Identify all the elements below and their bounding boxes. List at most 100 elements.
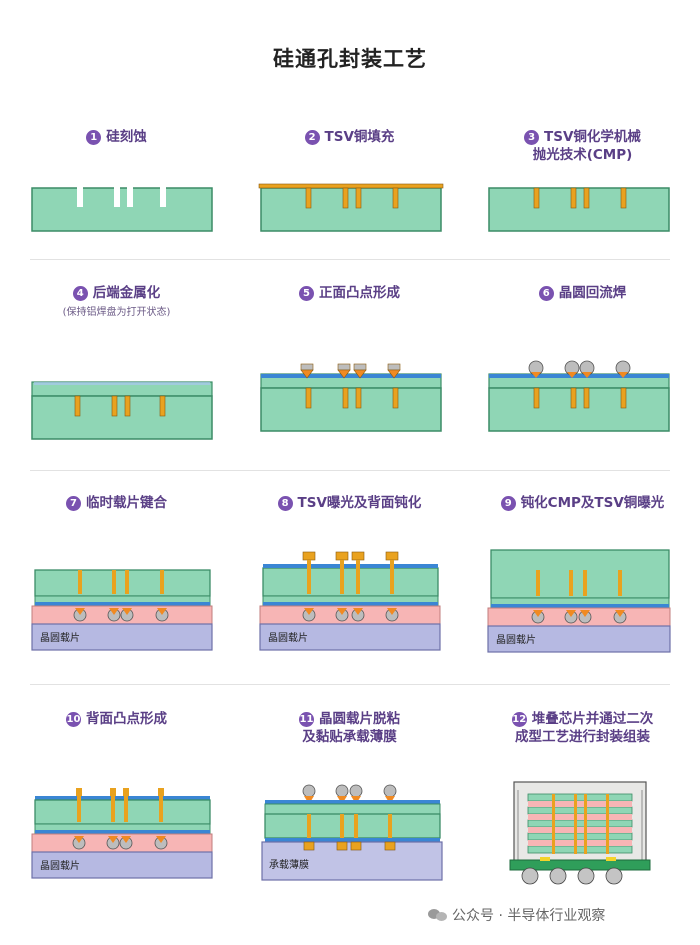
step-9: 9 钝化CMP及TSV铜曝光 晶圆载片 bbox=[466, 494, 699, 704]
wafer-carrier bbox=[31, 623, 213, 651]
bga-solder-ball bbox=[521, 867, 623, 885]
step-2-diagram bbox=[258, 183, 444, 232]
silicon-wafer bbox=[31, 187, 213, 232]
step-9-diagram: 晶圆载片 bbox=[487, 549, 671, 653]
step-title: 钝化CMP及TSV铜曝光 bbox=[520, 495, 665, 511]
step-title-line2: 及黏贴承载薄膜 bbox=[302, 729, 397, 745]
silicon-wafer bbox=[488, 387, 670, 432]
backside-bump bbox=[123, 788, 129, 796]
via-trench bbox=[160, 187, 166, 207]
silicon-wafer bbox=[34, 569, 211, 597]
step-number-badge: 1 bbox=[86, 130, 102, 145]
step-10-diagram: 晶圆载片 bbox=[31, 788, 213, 879]
carrier-film-label: 承载薄膜 bbox=[269, 858, 309, 871]
copper-via bbox=[159, 794, 163, 822]
step-number-badge: 7 bbox=[66, 496, 81, 511]
watermark-text: 公众号 · 半导体行业观察 bbox=[452, 908, 606, 924]
step-5-diagram bbox=[260, 363, 442, 432]
step-title: TSV铜化学机械 bbox=[544, 129, 641, 145]
step-title: TSV曝光及背面钝化 bbox=[297, 495, 422, 511]
step-1: 1 硅刻蚀 bbox=[0, 128, 233, 338]
copper-via bbox=[111, 395, 118, 417]
wafer-carrier-label: 晶圆载片 bbox=[268, 631, 308, 644]
passivation-layer bbox=[261, 374, 441, 378]
passivation-layer bbox=[491, 604, 669, 608]
row-divider bbox=[30, 684, 670, 685]
step-title: 临时载片键合 bbox=[86, 495, 167, 511]
copper-via bbox=[124, 395, 131, 417]
copper-via bbox=[533, 387, 540, 409]
via-trench bbox=[114, 187, 120, 207]
copper-via bbox=[392, 187, 399, 209]
step-title-line2: 抛光技术(CMP) bbox=[532, 147, 633, 163]
step-number-badge: 3 bbox=[524, 130, 540, 145]
copper-via bbox=[307, 814, 311, 842]
copper-via bbox=[569, 570, 573, 596]
silicon-wafer bbox=[264, 813, 441, 839]
copper-via bbox=[159, 395, 166, 417]
step-title: 晶圆回流焊 bbox=[558, 285, 627, 301]
copper-via bbox=[570, 187, 577, 209]
wafer-carrier-label: 晶圆载片 bbox=[496, 633, 536, 646]
backside-passivation bbox=[35, 796, 210, 800]
step-number-badge: 6 bbox=[538, 286, 554, 301]
step-6: 6 晶圆回流焊 bbox=[466, 284, 699, 494]
step-6-diagram bbox=[488, 360, 670, 432]
step-title-line2: 成型工艺进行封装组装 bbox=[515, 729, 650, 745]
copper-via bbox=[74, 395, 81, 417]
copper-via bbox=[77, 794, 81, 822]
wechat-icon bbox=[428, 908, 448, 922]
step-4: 4 后端金属化 (保持铝焊盘为打开状态) bbox=[0, 284, 233, 494]
wafer-carrier-label: 晶圆载片 bbox=[40, 859, 80, 872]
copper-via bbox=[356, 560, 360, 594]
passivation-layer bbox=[35, 830, 210, 834]
row-divider bbox=[30, 259, 670, 260]
front-bump bbox=[304, 608, 397, 615]
copper-via bbox=[533, 187, 540, 209]
step-4-label: 4 后端金属化 bbox=[0, 284, 233, 302]
step-number-badge: 9 bbox=[500, 496, 516, 511]
step-number-badge: 4 bbox=[72, 286, 88, 301]
passivation-dashes bbox=[34, 382, 210, 385]
copper-via bbox=[618, 570, 622, 596]
copper-via bbox=[111, 794, 115, 822]
step-4-note: (保持铝焊盘为打开状态) bbox=[62, 307, 171, 318]
step-title: 硅刻蚀 bbox=[106, 129, 147, 145]
copper-via bbox=[340, 560, 344, 594]
copper-via bbox=[570, 387, 577, 409]
passivation-layer bbox=[35, 602, 210, 606]
copper-via bbox=[307, 560, 311, 594]
step-11-diagram: 承载薄膜 bbox=[261, 784, 443, 881]
front-bump bbox=[531, 372, 628, 378]
front-bump bbox=[74, 836, 166, 843]
copper-via bbox=[388, 814, 392, 842]
backside-passivation bbox=[263, 564, 438, 568]
copper-via bbox=[583, 387, 590, 409]
silicon-wafer bbox=[31, 395, 213, 440]
copper-layer bbox=[258, 183, 444, 189]
backside-passivation bbox=[265, 838, 440, 842]
step-number-badge: 12 bbox=[511, 712, 527, 727]
copper-via bbox=[305, 187, 312, 209]
solder-ball bbox=[302, 784, 397, 798]
step-12-label: 12 堆叠芯片并通过二次成型工艺进行封装组装 bbox=[466, 710, 699, 746]
wafer-carrier bbox=[259, 623, 441, 651]
copper-via bbox=[112, 570, 116, 594]
copper-via bbox=[583, 187, 590, 209]
package-substrate bbox=[509, 859, 651, 871]
tsv-column bbox=[552, 794, 609, 854]
backside-bump bbox=[110, 788, 116, 796]
step-title: 后端金属化 bbox=[92, 285, 161, 301]
step-title: 背面凸点形成 bbox=[86, 711, 167, 727]
silicon-wafer bbox=[260, 187, 442, 232]
copper-via bbox=[620, 387, 627, 409]
logic-die-pad bbox=[540, 857, 550, 861]
step-title: 堆叠芯片并通过二次 bbox=[531, 711, 654, 727]
